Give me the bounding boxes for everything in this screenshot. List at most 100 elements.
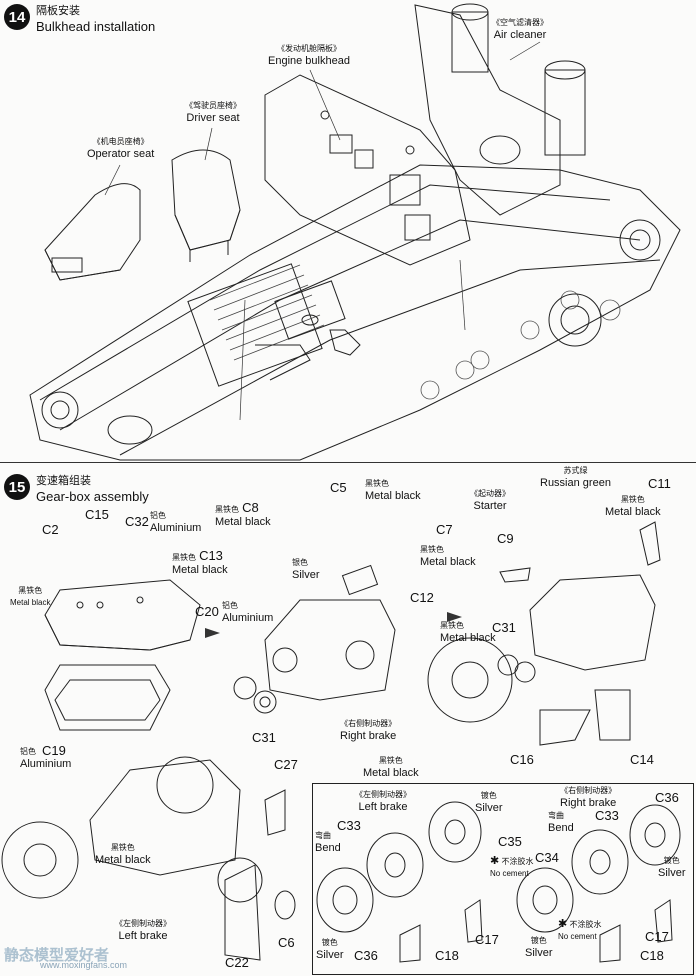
part-c2: C2 (42, 522, 59, 537)
inset-silver-r2-en: Silver (525, 947, 553, 959)
inset-left-brake-drawing (316, 801, 483, 963)
silver-zh: 银色 (292, 558, 308, 567)
inset-no-cement-r-zh: 不涂胶水 (569, 920, 602, 929)
part-c31-right: C31 (492, 620, 516, 635)
part-c32: C32 (125, 514, 149, 529)
inset-part-c34: C34 (535, 850, 559, 865)
inset-silver-left2: 镀色 Silver (316, 937, 344, 961)
inset-silver-en: Silver (475, 802, 503, 814)
step-14-header: 14 隔板安装 Bulkhead installation (4, 4, 155, 34)
right-brake-color: 黑铁色 Metal black (363, 755, 419, 779)
engine-bulkhead-zh: 《发动机舱隔板》 (276, 44, 341, 53)
c13-color-en: Metal black (172, 564, 228, 576)
inset-left-brake-en: Left brake (358, 801, 408, 813)
step-14-title-zh: 隔板安装 (36, 5, 80, 17)
no-cement-r-icon: ✱ (558, 918, 568, 930)
driver-seat-drawing (171, 149, 241, 262)
part-c9: C9 (497, 531, 514, 546)
watermark-url: www.moxingfans.com (40, 960, 128, 970)
part-c16: C16 (510, 752, 534, 767)
c8-color-en: Metal black (215, 516, 271, 528)
mid-gearbox-drawing (255, 314, 396, 701)
russian-green-en: Russian green (540, 477, 611, 489)
bottom-gearbox-drawing (1, 756, 296, 961)
inset-bend-r-label: 弯曲 Bend (548, 810, 574, 834)
part-c12: C12 (410, 590, 434, 605)
inset-silver-left2-en: Silver (316, 949, 344, 961)
russian-green-zh: 苏式绿 (563, 466, 588, 475)
left-brake-en: Left brake (118, 930, 168, 942)
inset-no-cement-zh: 不涂胶水 (501, 857, 534, 866)
step-15-number: 15 (4, 474, 30, 500)
step-14-title-en: Bulkhead installation (36, 19, 156, 34)
inset-left-brake-zh: 《左侧制动器》 (355, 790, 411, 799)
engine-bulkhead-label: 《发动机舱隔板》 Engine bulkhead (268, 43, 350, 67)
step-15-title-zh: 变速箱组装 (36, 475, 91, 487)
inset-part-c33: C33 (337, 818, 361, 833)
c19-tray-drawing (44, 664, 171, 731)
inset-bend-r-zh: 弯曲 (548, 811, 564, 820)
c5-color: 黑铁色 Metal black (365, 478, 421, 502)
c9-color: 黑铁色 Metal black (420, 544, 476, 568)
driver-seat-label: 《驾驶员座椅》 Driver seat (185, 100, 241, 124)
c19-color-en: Aluminium (20, 758, 72, 770)
c2-color-zh: 黑铁色 (18, 586, 43, 595)
silver-label: 银色 Silver (292, 557, 320, 581)
watermark-logo: 静态模型爱好者 (4, 947, 110, 964)
step-15-title-en: Gear-box assembly (36, 489, 149, 504)
inset-right-brake-label: 《右侧制动器》 Right brake (560, 785, 616, 809)
inset-no-cement-r-en: No cement (558, 932, 597, 941)
c11-color: 黑铁色 Metal black (605, 494, 661, 518)
part-c11: C11 (648, 476, 671, 491)
inset-part-c17-r: C17 (645, 929, 669, 944)
operator-seat-zh: 《机电员座椅》 (92, 137, 149, 146)
starter-label: 《起动器》 Starter (470, 488, 510, 512)
inset-no-cement: ✱ 不涂胶水 No cement (490, 855, 533, 880)
inset-right-brake-zh: 《右侧制动器》 (560, 786, 617, 795)
right-brake-color-zh: 黑铁色 (378, 756, 403, 765)
c19-color-zh: 铝色 (20, 747, 36, 756)
hull-drawing (29, 164, 681, 461)
air-cleaner-label: 《空气滤清器》 Air cleaner (492, 17, 548, 41)
inset-silver-r-en: Silver (658, 867, 686, 879)
operator-seat-en: Operator seat (87, 148, 155, 160)
russian-green-label: 苏式绿 Russian green (540, 465, 611, 489)
inset-right-brake-drawing (516, 804, 681, 963)
c5-color-en: Metal black (365, 490, 421, 502)
inset-silver-r2-zh: 镀色 (530, 936, 547, 945)
air-cleaner-zh: 《空气滤清器》 (492, 18, 548, 27)
inset-no-cement-en: No cement (490, 869, 529, 878)
c5-color-zh: 黑铁色 (365, 479, 389, 488)
air-cleaner-drawing (414, 3, 586, 216)
driver-seat-en: Driver seat (186, 112, 240, 124)
right-brake-en: Right brake (340, 730, 397, 742)
c11-color-en: Metal black (605, 506, 661, 518)
left-brake-zh: 《左侧制动器》 (115, 919, 171, 928)
left-brake-color-en: Metal black (95, 854, 151, 866)
right-brake-label: 《右侧制动器》 Right brake (340, 718, 396, 742)
c20-color: 铝色 Aluminium (222, 600, 273, 624)
inset-left-brake-label: 《左侧制动器》 Left brake (355, 789, 411, 813)
left-brake-color: 黑铁色 Metal black (95, 842, 151, 866)
left-brake-label: 《左侧制动器》 Left brake (115, 918, 171, 942)
right-gearbox-drawing (427, 293, 661, 746)
part-c14: C14 (630, 752, 654, 767)
right-brake-color-en: Metal black (363, 767, 419, 779)
c31-right-color-en: Metal black (440, 632, 496, 644)
c20-color-en: Aluminium (222, 612, 274, 624)
part-c5: C5 (330, 480, 347, 495)
inset-right-brake-en: Right brake (560, 797, 617, 809)
part-c15: C15 (85, 507, 109, 522)
c2-color-en: Metal black (10, 598, 51, 607)
c32-color-en: Aluminium (150, 522, 202, 534)
c20-color-zh: 铝色 (222, 601, 238, 610)
c9-color-zh: 黑铁色 (420, 545, 444, 554)
right-brake-zh: 《右侧制动器》 (340, 719, 397, 728)
no-cement-icon: ✱ (490, 855, 500, 867)
inset-silver-label: 镀色 Silver (475, 790, 503, 814)
step-14-number: 14 (4, 4, 30, 30)
inset-bend-r-en: Bend (548, 822, 574, 834)
part-c6: C6 (278, 935, 295, 950)
